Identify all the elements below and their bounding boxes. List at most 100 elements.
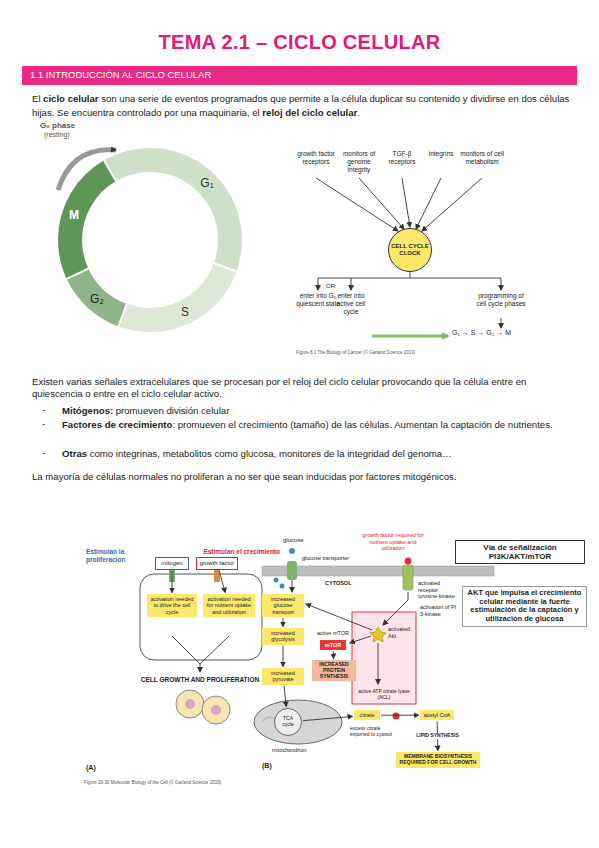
process-box: increased glucose transport [262, 594, 304, 617]
phase-label: M [69, 208, 79, 222]
bullet-dash: - [42, 404, 45, 416]
phase-label: S [181, 305, 189, 319]
paragraph: Factores de crecimiento: promueven el cr… [62, 418, 572, 432]
part-label: glucose transporter [302, 555, 349, 562]
flow-arrow [306, 604, 372, 630]
input-arrow [422, 178, 482, 231]
part-label: activated receptor tyrosine kinase [418, 580, 456, 600]
part-label: activated Akt [388, 626, 415, 639]
node-text: increased pyruvate [264, 670, 302, 683]
process-box: acetyl CoA [420, 710, 454, 720]
part-label: active ATP citrate lyase (ACL) [356, 688, 412, 700]
molecule-label: glucose [283, 537, 304, 544]
panel-heading: Estimulan el crecimiento [170, 548, 280, 556]
paragraph: Mitógenos:promueven división celular [62, 404, 572, 418]
node-text: mTOR [325, 642, 341, 648]
figure-caption: Figure 8.1 The Biology of Cancer (© Garl… [296, 350, 516, 355]
process-box: MEMBRANE BIOSYNTHESIS REQUIRED FOR CELL … [396, 752, 480, 768]
receptor [214, 568, 220, 582]
body-text: como integrinas, metabolitos como glucos… [90, 448, 452, 459]
node-text: acetyl CoA [424, 712, 451, 718]
edge-label: LIPID SYNTHESIS [415, 733, 460, 739]
node-text: activation needed to drive the cell cycl… [149, 596, 195, 615]
bullet-dash: - [42, 418, 45, 430]
node-text: 1.1 INTRODUCCIÓN AL CICLO CELULAR [30, 70, 211, 81]
process-box: increased pyruvate [262, 668, 304, 685]
body-text: La mayoría de células normales no prolif… [32, 471, 572, 483]
page-title: TEMA 2.1 – CICLO CELULAR [0, 30, 599, 54]
section-band: 1.1 INTRODUCCIÓN AL CICLO CELULAR [22, 66, 577, 85]
output-arrow [351, 278, 352, 290]
bold-term: Otras [62, 448, 87, 459]
part-label: excess citrate exported to cytosol [350, 725, 396, 737]
note-box: Vía de señalización PI3K/AKT/mTOR [455, 540, 585, 564]
phase-sequence: G₁ → S → G₂ → M [452, 329, 536, 337]
pathway-b [254, 548, 494, 744]
connector [381, 715, 419, 716]
output-arrow [501, 278, 502, 290]
green-arrow [372, 335, 448, 338]
glucose-molecule [280, 584, 285, 589]
process-box: citrate [354, 710, 380, 720]
output-arrow [318, 278, 319, 290]
acl-symbol [393, 713, 400, 720]
output-state: programming of cell cycle phases [476, 292, 526, 308]
note-box: AKT que impulsa el crecimiento celular m… [462, 586, 587, 627]
figure-caption: Figure 20-30 Molecular Biology of the Ce… [84, 780, 384, 785]
input-signal: growth factor receptors [296, 150, 336, 166]
node-text: activation needed for nutrient uptake an… [205, 596, 253, 615]
daughter-cell [176, 690, 204, 718]
phase-note: (resting) [44, 131, 70, 139]
growth-factor-ball [405, 558, 412, 565]
output-arrow [501, 318, 502, 328]
paragraph: Otrascomo integrinas, metabolitos como g… [62, 447, 572, 461]
node-text: MEMBRANE BIOSYNTHESIS REQUIRED FOR CELL … [398, 754, 478, 766]
connector [284, 686, 286, 707]
connector [283, 646, 284, 667]
g1-segment [70, 160, 230, 320]
node-text: CELL CYCLE CLOCK [391, 243, 429, 257]
flow-arrow [383, 592, 408, 625]
phase-label: G₁ [200, 176, 213, 190]
node-text: TCA cycle [277, 716, 299, 728]
panel-letter: (B) [262, 762, 272, 770]
cell-a [140, 568, 262, 724]
flow-arrow [350, 636, 371, 643]
phase-label: G₂ [90, 292, 104, 306]
input-signal: monitors of cell metabolism [460, 150, 504, 166]
region-label: CYTOSOL [325, 580, 352, 587]
node-text: INCREASED PROTEIN SYNTHESIS [314, 662, 354, 679]
glucose-molecule [274, 578, 279, 583]
outcome-label: CELL GROWTH AND PROLIFERATION [135, 676, 265, 684]
process-box: INCREASED PROTEIN SYNTHESIS [312, 660, 356, 681]
phase-label: G₀ phase [40, 121, 75, 131]
s-segment [70, 160, 230, 320]
body-text: Existen varias señales extracelulares qu… [32, 376, 572, 399]
input-signal: TGF-β receptors [382, 150, 422, 166]
mtor-box: mTOR [320, 640, 346, 650]
connector [303, 716, 353, 720]
clock-arrows [316, 178, 501, 328]
nucleus [185, 699, 195, 709]
input-arrow [359, 178, 404, 229]
merge-arrow [172, 636, 229, 664]
process-box: activation needed for nutrient uptake an… [203, 594, 255, 617]
part-label: active mTOR [316, 630, 350, 637]
body-text: : promueven el crecimiento (tamaño) de l… [172, 419, 552, 430]
connector [219, 571, 225, 593]
body-text: El [32, 93, 41, 104]
node-text: mitogen [161, 560, 182, 567]
node-text: growth factor [200, 560, 235, 567]
node-text: increased glucose transport [264, 596, 302, 615]
part-label: growth factor required for nutrient upta… [360, 532, 426, 552]
body-text: promueven división celular [116, 405, 230, 416]
connector [333, 651, 334, 658]
flow-arrow [378, 643, 379, 684]
process-box: increased glycolysis [262, 628, 304, 645]
receptor-tyrosine-kinase [403, 565, 413, 590]
panel-heading: Estimulan la proliferación [86, 548, 156, 564]
clock-circle: CELL CYCLE CLOCK [388, 228, 432, 272]
bullet-dash: - [42, 447, 45, 459]
cell-outline [140, 574, 262, 660]
signal-box: mitogen [155, 557, 189, 570]
